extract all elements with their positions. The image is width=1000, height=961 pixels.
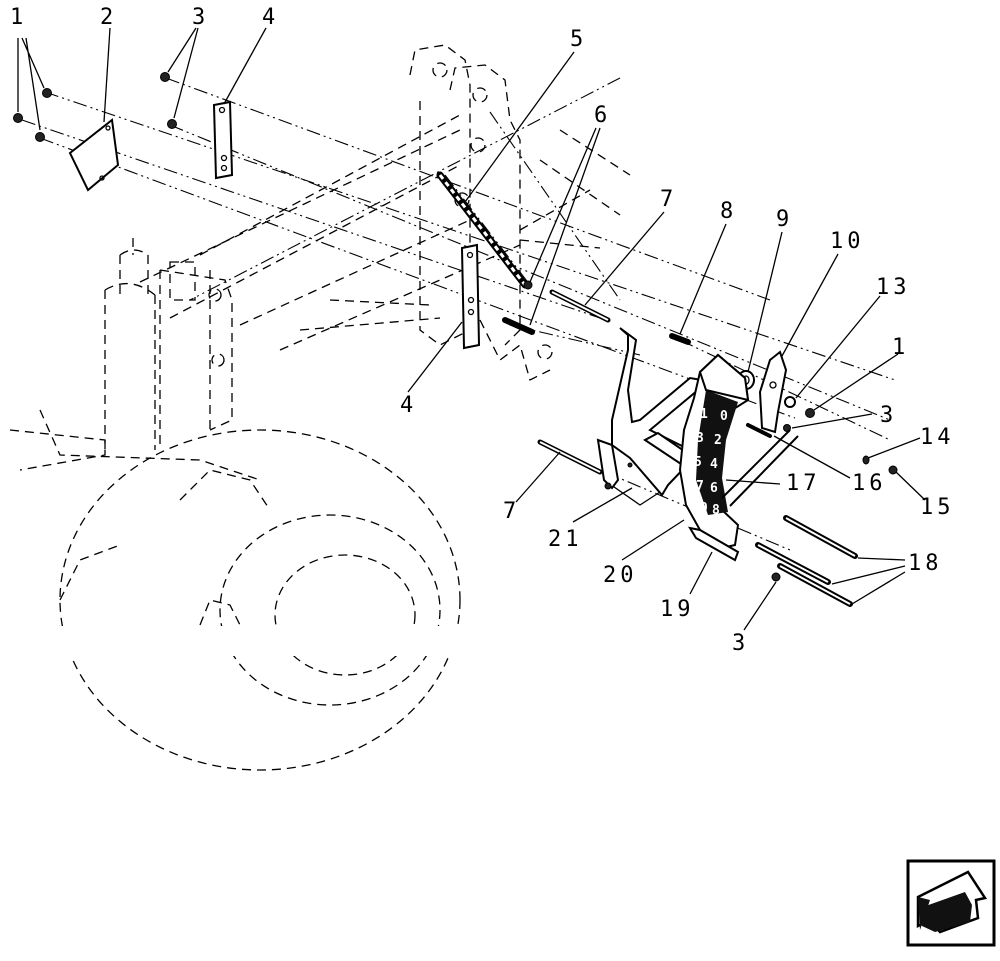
callout-20: 20: [603, 563, 638, 588]
callout-13: 13: [876, 275, 911, 300]
scale-numbers: 1 0 3 2 5 4 7 6 9 8: [694, 407, 728, 518]
scale-number: 2: [714, 433, 722, 448]
callout-21: 21: [548, 527, 583, 552]
scale-number: 1: [700, 407, 708, 422]
scale-number: 9: [700, 501, 708, 516]
callout-4-middle: 4: [400, 393, 417, 418]
bolts-6: [502, 280, 535, 335]
callout-5: 5: [570, 27, 587, 52]
plate-2: [68, 118, 120, 192]
callout-14: 14: [920, 425, 955, 450]
callout-7: 7: [660, 187, 677, 212]
shaft-17: [721, 423, 799, 507]
strap-4-middle: [460, 243, 481, 350]
callout-16: 16: [852, 471, 887, 496]
nuts-1-left: [13, 88, 52, 142]
bolt-8: [669, 333, 691, 345]
pin-7-top: [549, 289, 611, 323]
callout-1: 1: [10, 5, 27, 30]
callout-18: 18: [908, 551, 943, 576]
base-plate-19: [687, 526, 740, 562]
nut-3-bottom: [771, 572, 781, 582]
scale-number: 6: [710, 481, 718, 496]
nuts-3-top: [160, 72, 177, 129]
back-arrow-icon[interactable]: [906, 859, 996, 947]
assembly-axes: [21, 77, 896, 551]
callout-3-bottom: 3: [732, 631, 749, 656]
callout-7-bottom: 7: [503, 499, 520, 524]
pin-7-bottom: [537, 439, 603, 475]
scale-number: 3: [696, 431, 704, 446]
callout-15: 15: [920, 495, 955, 520]
callout-6: 6: [594, 103, 611, 128]
callout-3: 3: [192, 5, 209, 30]
leader-lines: [17, 27, 926, 631]
scale-number: 0: [720, 409, 728, 424]
chain-5: [436, 171, 529, 289]
bolts-18: [755, 515, 858, 607]
scale-number: 7: [696, 479, 704, 494]
small-hardware-right: [783, 396, 898, 475]
callout-9: 9: [776, 207, 793, 232]
strap-4-top: [212, 100, 234, 180]
callout-2: 2: [100, 5, 117, 30]
quadrant-scale-20: [678, 353, 750, 550]
callout-3-right: 3: [880, 403, 897, 428]
callout-10: 10: [830, 229, 865, 254]
scale-number: 8: [712, 503, 720, 518]
callout-4: 4: [262, 5, 279, 30]
scale-number: 5: [694, 455, 702, 470]
callout-17: 17: [786, 471, 821, 496]
callout-8: 8: [720, 199, 737, 224]
callout-19: 19: [660, 597, 695, 622]
scale-number: 4: [710, 457, 718, 472]
tractor-frame-ghost: [9, 44, 631, 771]
bracket-10: [758, 350, 788, 434]
callout-labels: 1 2 3 4 5 6 7 8 9 10 13 1 3 14 15 4 7 17…: [10, 5, 955, 656]
callout-1-right: 1: [892, 335, 909, 360]
lever-arm-21: [596, 327, 704, 506]
